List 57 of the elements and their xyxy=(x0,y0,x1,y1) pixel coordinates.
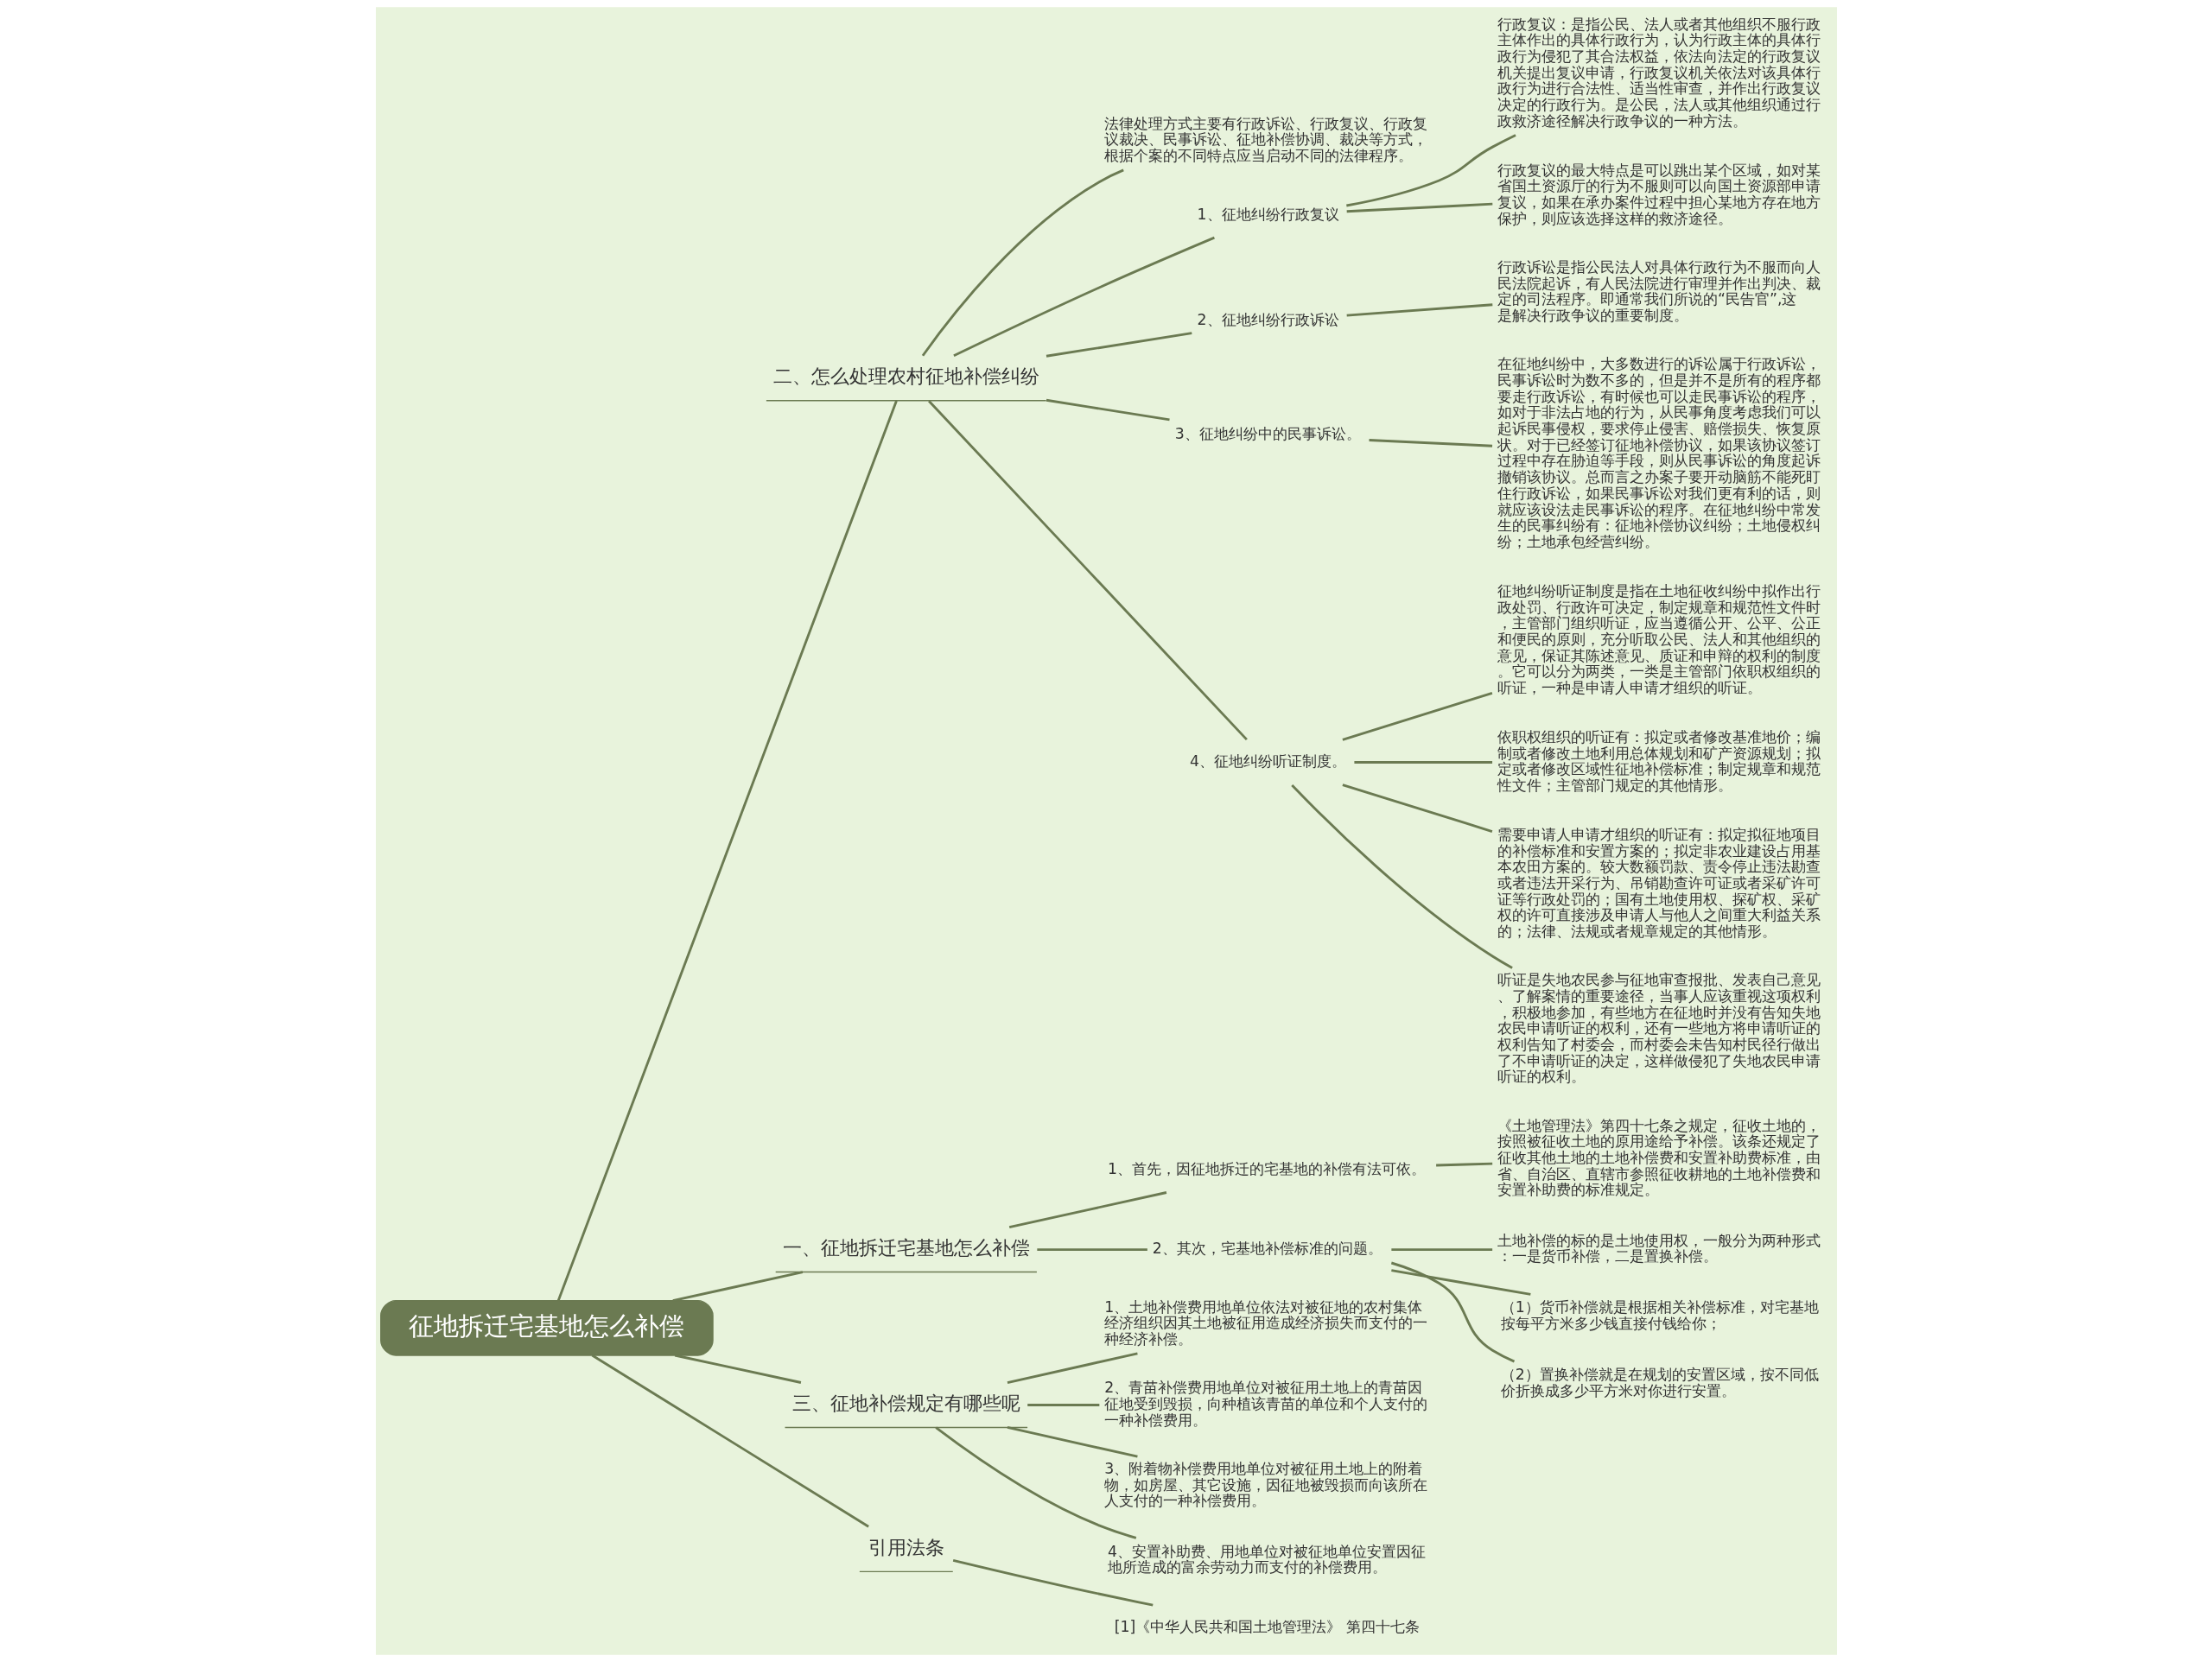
connector xyxy=(1036,1248,1147,1252)
node-text: 2、征地纠纷行政诉讼 xyxy=(1197,311,1339,329)
connector xyxy=(952,1558,1154,1607)
connector xyxy=(921,168,1124,357)
node-box: 征地拆迁宅基地怎么补偿 xyxy=(379,1299,714,1356)
connector xyxy=(1008,1191,1166,1228)
connector xyxy=(952,236,1215,358)
node-text: 二、怎么处理农村征地补偿纠纷 xyxy=(772,365,1039,387)
connector xyxy=(1046,332,1192,358)
connector xyxy=(1290,783,1513,969)
connector xyxy=(671,1271,803,1302)
node-text: 行政复议的最大特点是可以跳出某个区域，如对某省国土资源厅的行为不服则可以向国土资源部申请复议，如果在承办案件过程中担心某地方存在地方保护，则应该选择这样的救济途径。 xyxy=(1497,161,1821,227)
node-text: 4、安置补助费、用地单位对被征地单位安置因征地所造成的富余劳动力而支付的补偿费用。 xyxy=(1107,1542,1426,1576)
node-text: 行政复议：是指公民、法人或者其他组织不服行政主体作出的具体行政行为，认为行政主体的具体行政行为侵犯了其合法权益，依法向法定的行政复议机关提出复议申请，行政复议机关依法对该具体行政行为进行合法性、适当性审查，并作出行政复议决定的行政行为。是公民，法人或其他组织通过行政救济途径解决行政争议的一种方法。 xyxy=(1497,15,1821,130)
connector xyxy=(1341,692,1492,741)
node-text: 2、青苗补偿费用地单位对被征用土地上的青苗因征地受到毁损，向种植该青苗的单位和个人支付的一种补偿费用。 xyxy=(1103,1379,1427,1429)
connector xyxy=(1390,1261,1515,1363)
connector xyxy=(934,1426,1136,1539)
node-text: 行政诉讼是指公民法人对具体行政行为不服而向人民法院起诉，有人民法院进行审理并作出判决、裁定的司法程序。即通常我们所说的“民告官”,这是解决行政争议的重要制度。 xyxy=(1497,257,1821,325)
connector xyxy=(556,400,898,1302)
connector xyxy=(1046,398,1170,422)
node-text: 1、土地补偿费用地单位依法对被征地的农村集体经济组织因其土地被征用造成经济损失而支付的一种经济补偿。 xyxy=(1103,1297,1427,1348)
connector xyxy=(1435,1162,1492,1167)
connector xyxy=(1007,1426,1138,1458)
node-text: 4、征地纠纷听证制度。 xyxy=(1189,752,1346,770)
connector xyxy=(674,1354,801,1384)
node-text: （1）货币补偿就是根据相关补偿标准，对宅基地按每平方米多少钱直接付钱给你； xyxy=(1500,1298,1819,1333)
connector xyxy=(1345,134,1516,207)
node-text: 土地补偿的标的是土地使用权，一般分为两种形式：一是货币补偿，二是置换补偿。 xyxy=(1497,1231,1821,1266)
node-text: 3、征地纠纷中的民事诉讼。 xyxy=(1174,425,1361,443)
node-text: 引用法条 xyxy=(868,1536,944,1558)
node-text: [1]《中华人民共和国土地管理法》 第四十七条 xyxy=(1114,1617,1420,1635)
node-text: 需要申请人申请才组织的听证有：拟定拟征地项目的补偿标准和安置方案的；拟定非农业建设占用基本农田方案的。较大数额罚款、责令停止违法勘查或者违法开采行为、吊销勘查许可证或者采矿许可证等行政处罚的；国有土地使用权、探矿权、采矿权的许可直接涉及申请人与他人之间重大利益关系的；法律、法规或者规章规定的其他情形。 xyxy=(1497,825,1821,941)
node-text: 《土地管理法》第四十七条之规定，征收土地的，按照被征收土地的原用途给予补偿。该条还规定了征收其他土地的土地补偿费和安置补助费标准，由省、自治区、直辖市参照征收耕地的土地补偿费和安置补助费的标准规定。 xyxy=(1497,1116,1821,1199)
node-text: 2、其次，宅基地补偿标准的问题。 xyxy=(1152,1240,1382,1258)
node-text: 在征地纠纷中，大多数进行的诉讼属于行政诉讼，民事诉讼时为数不多的，但是并不是所有的程序都要走行政诉讼，有时候也可以走民事诉讼的程序，如对于非法占地的行为，从民事角度考虑我们可以起诉民事侵权，要求停止侵害、赔偿损失、恢复原状。对于已经签订征地补偿协议，如果该协议签订过程中存在胁迫等手段，则从民事诉讼的角度起诉撤销该协议。总而言之办案子要开动脑筋不能死盯住行政诉讼，如果民事诉讼对我们更有利的话，则就应该设法走民事诉讼的程序。在征地纠纷中常发生的民事纠纷有：征地补偿协议纠纷；土地侵权纠纷；土地承包经营纠纷。 xyxy=(1497,355,1821,550)
node-text: 征地纠纷听证制度是指在土地征收纠纷中拟作出行政处罚、行政许可决定，制定规章和规范性文件时，主管部门组织听证，应当遵循公开、公平、公正和便民的原则，充分听取公民、法人和其他组织的意见，保证其陈述意见、质证和申辩的权利的制度。它可以分为两类，一类是主管部门依职权组织的听证，一种是申请人申请才组织的听证。 xyxy=(1497,581,1821,697)
connector xyxy=(591,1354,869,1528)
node-text: （2）置换补偿就是在规划的安置区域，按不同低价折换成多少平方米对你进行安置。 xyxy=(1500,1366,1819,1399)
node-text: 3、附着物补偿费用地单位对被征用土地上的附着物，如房屋、其它设施，因征地被毁损而向该所在人支付的一种补偿费用。 xyxy=(1103,1459,1427,1510)
connector xyxy=(927,400,1248,741)
connector xyxy=(1368,439,1492,447)
connector xyxy=(1346,202,1492,213)
node-text: 一、征地拆迁宅基地怎么补偿 xyxy=(782,1236,1030,1259)
connector xyxy=(1390,1248,1492,1252)
node-text: 听证是失地农民参与征地审查报批、发表自己意见、了解案情的重要途径，当事人应该重视这项权利，积极地参加，有些地方在征地时并没有告知失地农民申请听证的权利，还有一些地方将申请听证的权利告知了村委会，而村委会未告知村民径行做出了不申请听证的决定，这样做侵犯了失地农民申请听证的权利。 xyxy=(1497,971,1821,1086)
connector xyxy=(1007,1352,1138,1384)
node-text: 三、征地补偿规定有哪些呢 xyxy=(791,1392,1020,1414)
connector xyxy=(1353,761,1492,764)
connector xyxy=(1390,1269,1531,1296)
connector xyxy=(1341,783,1492,833)
node-text: 法律处理方式主要有行政诉讼、行政复议、行政复议裁决、民事诉讼、征地补偿协调、裁决等方式，根据个案的不同特点应当启动不同的法律程序。 xyxy=(1103,114,1427,165)
node-text: 1、首先，因征地拆迁的宅基地的补偿有法可依。 xyxy=(1107,1159,1426,1177)
connector xyxy=(1027,1404,1099,1406)
connector xyxy=(1346,303,1492,317)
node-text: 依职权组织的听证有：拟定或者修改基准地价；编制或者修改土地利用总体规划和矿产资源规划；拟定或者修改区域性征地补偿标准；制定规章和规范性文件；主管部门规定的其他情形。 xyxy=(1497,727,1821,795)
node-text: 1、征地纠纷行政复议 xyxy=(1197,205,1339,223)
